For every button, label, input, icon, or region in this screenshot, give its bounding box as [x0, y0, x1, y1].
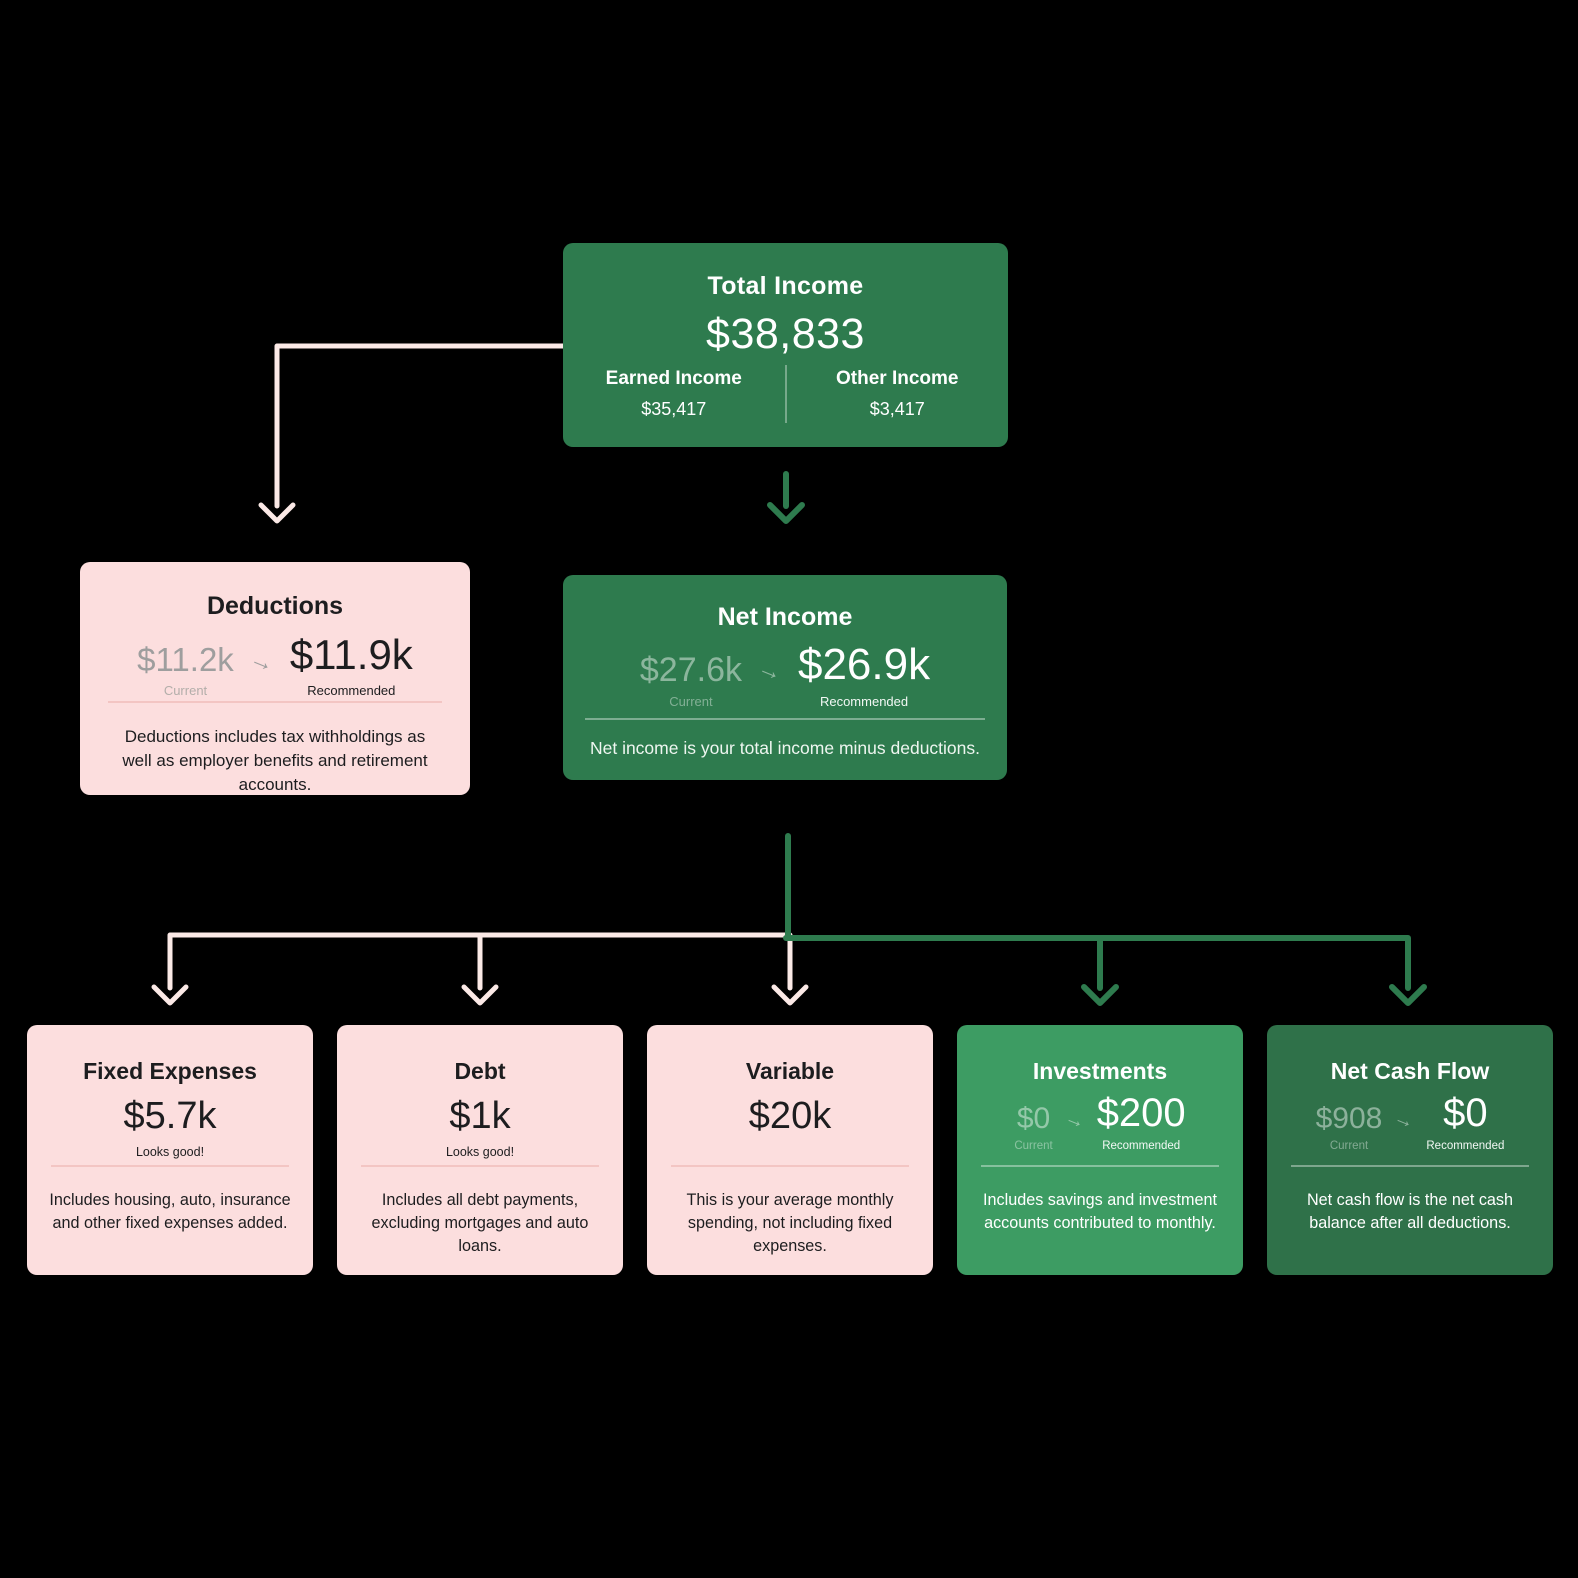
other-income-value: $3,417 — [869, 399, 925, 419]
variable-value: $20k — [748, 1095, 832, 1137]
recommended-label: Recommended — [819, 694, 909, 709]
divider — [1291, 1165, 1529, 1167]
connector-total-to-deductions — [258, 343, 566, 524]
divider — [51, 1165, 289, 1167]
divider — [585, 718, 985, 720]
investments-title: Investments — [1032, 1058, 1168, 1084]
current-label: Current — [1329, 1140, 1369, 1152]
deductions-title: Deductions — [206, 592, 344, 620]
divider — [108, 701, 442, 703]
recommended-value: $200 — [1096, 1091, 1186, 1135]
debt-value: $1k — [449, 1095, 511, 1137]
recommended-value: $26.9k — [797, 640, 931, 689]
total-income-card: Total Income $38,833 Earned Income $35,4… — [563, 243, 1008, 447]
total-income-title: Total Income — [707, 272, 864, 300]
vertical-divider — [784, 365, 787, 423]
arrow-down-icon — [771, 984, 809, 1006]
right-arrow-icon: → — [245, 644, 279, 679]
variable-description: This is your average monthly spending, n… — [686, 1191, 894, 1255]
net-cash-flow-title: Net Cash Flow — [1330, 1058, 1490, 1084]
current-value-block: $11.2k Current — [137, 641, 234, 698]
variable-card: Variable $20k This is your average month… — [647, 1025, 933, 1275]
recommended-value: $11.9k — [289, 631, 413, 678]
arrow-down-icon — [1389, 984, 1427, 1006]
recommended-label: Recommended — [307, 683, 396, 698]
deductions-values: $11.2k Current → $11.9k Recommended — [80, 631, 470, 698]
investments-card: Investments $0 Current → $200 Recommende… — [957, 1025, 1243, 1275]
fixed-expenses-value: $5.7k — [123, 1095, 217, 1137]
right-arrow-icon: → — [1061, 1106, 1089, 1134]
earned-income-value: $35,417 — [641, 399, 707, 419]
recommended-value-block: $11.9k Recommended — [290, 631, 413, 698]
net-income-values: $27.6k Current → $26.9k Recommended — [563, 640, 1007, 709]
status-badge: Looks good! — [135, 1145, 205, 1159]
total-income-value: $38,833 — [706, 310, 865, 358]
divider — [981, 1165, 1219, 1167]
connector-total-to-net-income — [767, 471, 805, 524]
current-label: Current — [1014, 1140, 1053, 1152]
current-label: Current — [669, 694, 713, 709]
fixed-expenses-title: Fixed Expenses — [83, 1058, 257, 1084]
arrow-down-icon — [1081, 984, 1119, 1006]
current-value: $0 — [1016, 1102, 1051, 1135]
arrow-down-icon — [767, 502, 805, 524]
net-income-description: Net income is your total income minus de… — [589, 738, 981, 758]
recommended-label: Recommended — [1102, 1140, 1181, 1152]
income-breakdown: Earned Income $35,417 Other Income $3,41… — [563, 365, 1008, 423]
fixed-expenses-description: Includes housing, auto, insurance and ot… — [49, 1191, 291, 1232]
debt-description: Includes all debt payments, excluding mo… — [371, 1191, 589, 1255]
net-income-card: Net Income $27.6k Current → $26.9k Recom… — [563, 575, 1007, 780]
earned-income-label: Earned Income — [605, 368, 742, 389]
net-cash-flow-description: Net cash flow is the net cash balance af… — [1306, 1191, 1514, 1232]
fixed-expenses-card: Fixed Expenses $5.7k Looks good! Include… — [27, 1025, 313, 1275]
right-arrow-icon: → — [1391, 1106, 1418, 1134]
divider — [671, 1165, 909, 1167]
net-income-title: Net Income — [717, 603, 853, 631]
status-badge: Looks good! — [445, 1145, 515, 1159]
current-value: $908 — [1315, 1102, 1383, 1135]
investments-values: $0 Current → $200 Recommended — [957, 1091, 1243, 1152]
connector-net-income-to-savings — [783, 833, 1427, 1006]
current-value-block: $908 Current — [1316, 1102, 1383, 1152]
arrow-down-icon — [461, 984, 499, 1006]
debt-card: Debt $1k Looks good! Includes all debt p… — [337, 1025, 623, 1275]
recommended-value-block: $26.9k Recommended — [798, 640, 930, 709]
deductions-card: Deductions $11.2k Current → $11.9k Recom… — [80, 562, 470, 795]
current-value-block: $0 Current — [1014, 1102, 1052, 1152]
other-income-label: Other Income — [836, 368, 959, 389]
current-value-block: $27.6k Current — [640, 651, 742, 709]
variable-title: Variable — [745, 1058, 835, 1084]
investments-description: Includes savings and investment accounts… — [983, 1191, 1217, 1232]
recommended-label: Recommended — [1426, 1140, 1505, 1152]
current-label: Current — [163, 683, 208, 698]
debt-title: Debt — [454, 1058, 506, 1084]
divider — [361, 1165, 599, 1167]
current-value: $11.2k — [137, 641, 234, 678]
connector-net-income-to-expenses — [151, 932, 809, 1006]
other-income: Other Income $3,417 — [787, 368, 1009, 420]
arrow-down-icon — [258, 502, 296, 524]
recommended-value-block: $200 Recommended — [1097, 1091, 1186, 1152]
earned-income: Earned Income $35,417 — [563, 368, 785, 420]
right-arrow-icon: → — [753, 653, 787, 688]
recommended-value-block: $0 Recommended — [1426, 1091, 1504, 1152]
recommended-value: $0 — [1443, 1091, 1488, 1135]
net-cash-flow-values: $908 Current → $0 Recommended — [1267, 1091, 1553, 1152]
arrow-down-icon — [151, 984, 189, 1006]
deductions-description: Deductions includes tax withholdings as … — [122, 727, 428, 795]
current-value: $27.6k — [639, 651, 742, 689]
net-cash-flow-card: Net Cash Flow $908 Current → $0 Recommen… — [1267, 1025, 1553, 1275]
